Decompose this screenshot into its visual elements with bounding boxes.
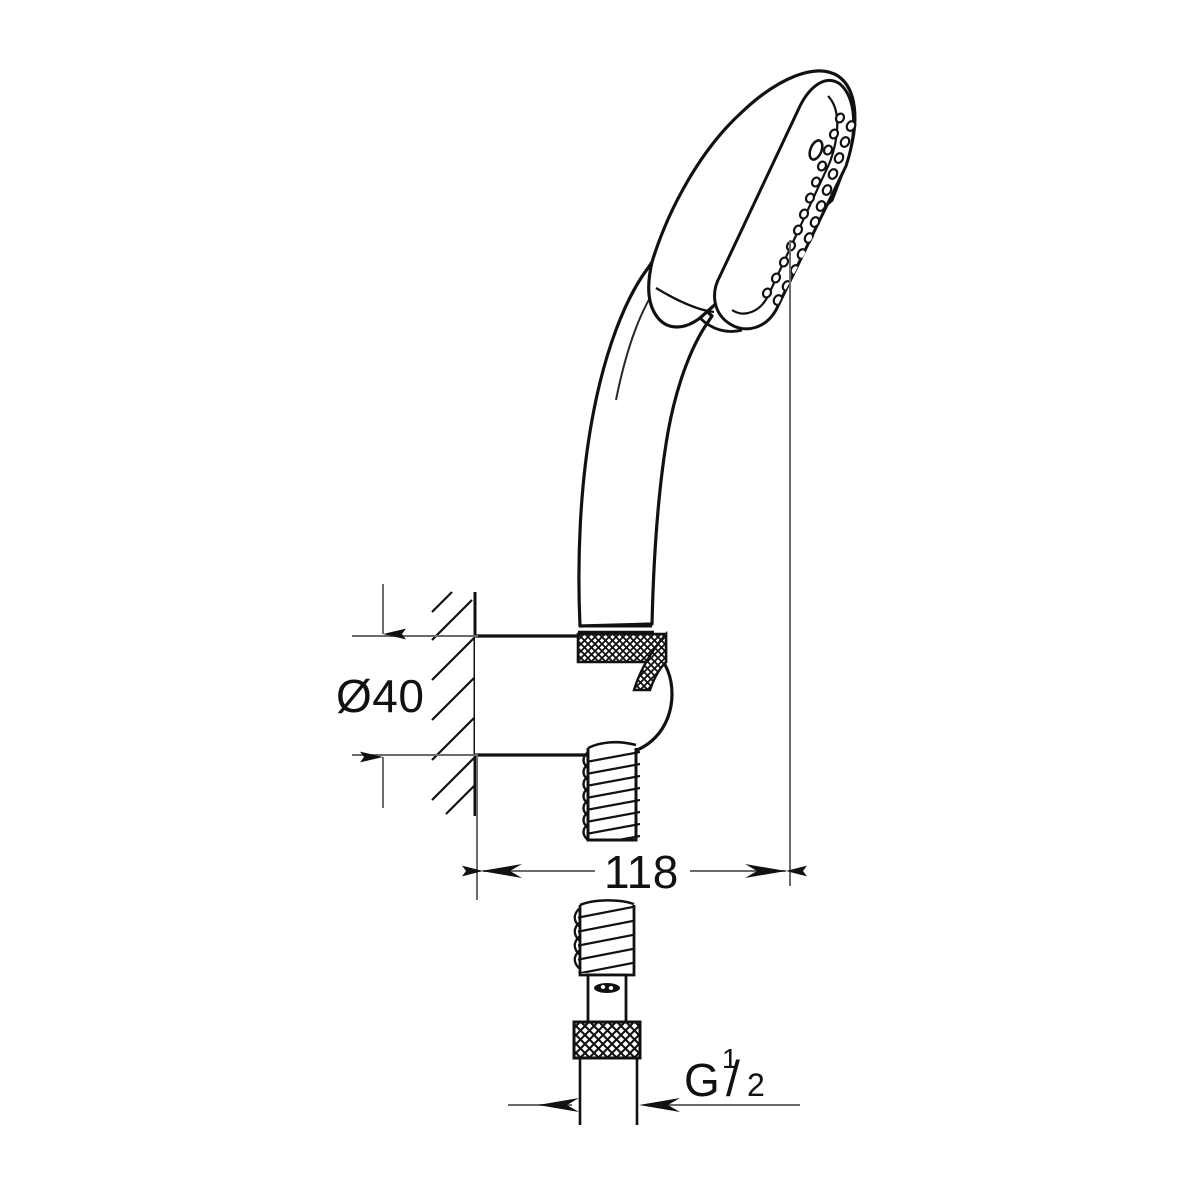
- wall: [431, 591, 477, 816]
- thread-label-prefix: G: [684, 1054, 720, 1106]
- hose-upper: [582, 740, 640, 842]
- projection-arrowhead-right: [745, 864, 786, 878]
- hose-lower-coils: [573, 899, 636, 977]
- shower-handle: [576, 260, 714, 692]
- hose-lower-assembly: [572, 899, 642, 1125]
- hose-nut: [572, 1020, 642, 1060]
- hose-sleeve: [586, 973, 628, 1024]
- shower-head: [647, 69, 857, 333]
- diameter-label: Ø40: [336, 670, 424, 722]
- handle-knurl: [576, 630, 668, 692]
- hose-sleeve-marking: [594, 983, 620, 993]
- face-marking-oval: [808, 139, 824, 161]
- projection-arrowhead-left: [481, 864, 522, 878]
- dimension-diameter: Ø40: [336, 584, 478, 808]
- thread-label-numerator: 1: [722, 1043, 738, 1074]
- dimension-thread: G 1 / 2: [508, 1043, 800, 1112]
- nozzle-dots: [761, 112, 857, 306]
- thread-arrowhead-left: [538, 1098, 579, 1112]
- thread-arrowhead-right: [639, 1098, 680, 1112]
- wall-hatching: [431, 591, 475, 815]
- projection-label: 118: [604, 846, 679, 898]
- dimension-projection: 118: [462, 755, 807, 900]
- thread-label-denominator: 2: [747, 1067, 765, 1103]
- thread-label-slash: /: [726, 1051, 740, 1107]
- hose-upper-coils: [588, 750, 640, 840]
